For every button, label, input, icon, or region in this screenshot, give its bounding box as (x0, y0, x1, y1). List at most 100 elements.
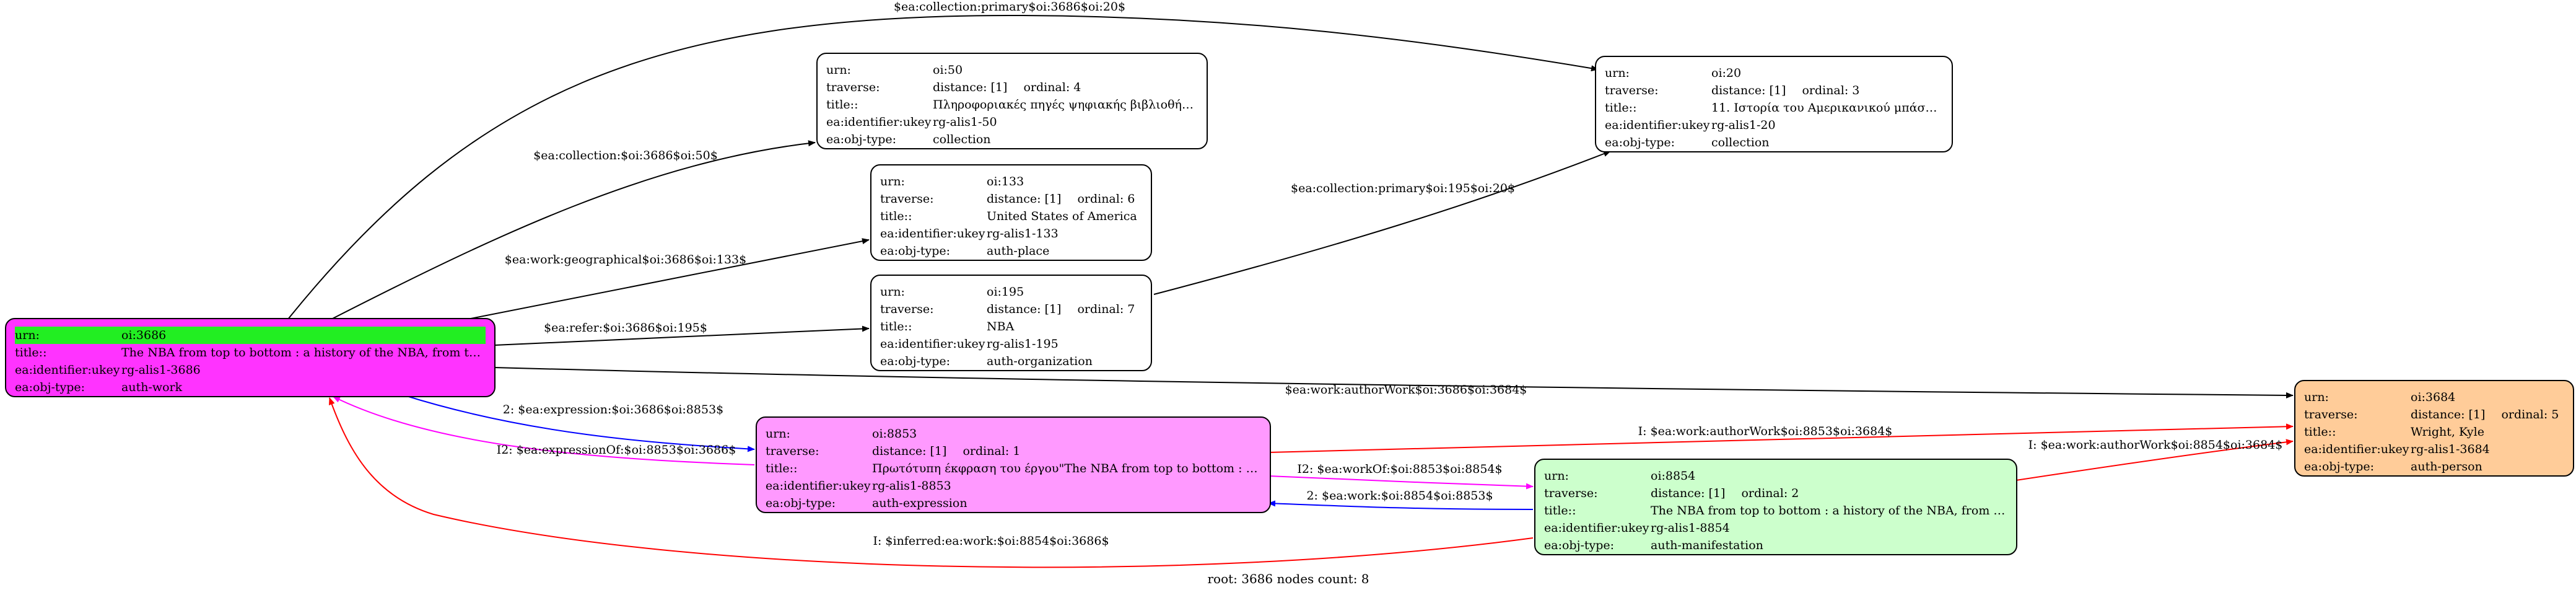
urn-value: oi:3686 (121, 328, 167, 342)
ukey-label: ea:identifier:ukey (15, 363, 120, 377)
ordinal-value: ordinal: 5 (2501, 408, 2559, 421)
type-value: auth-place (987, 244, 1050, 258)
urn-label: urn: (880, 175, 905, 188)
edge-3686-50 (331, 140, 816, 320)
node-oi-8853[interactable]: urn:oi:8853 traverse:distance: [1]ordina… (756, 416, 1271, 513)
ukey-value: rg-alis1-3684 (2411, 442, 2490, 456)
traverse-label: traverse: (1605, 84, 1659, 97)
type-value: auth-organization (987, 354, 1093, 368)
urn-label: urn: (1544, 469, 1569, 483)
edge-label-195-20: $ea:collection:primary$oi:195$oi:20$ (1291, 182, 1515, 195)
graph-footer: root: 3686 nodes count: 8 (1207, 571, 1369, 586)
edge-label-3686-8853: 2: $ea:expression:$oi:3686$oi:8853$ (502, 403, 724, 416)
urn-value: oi:8853 (872, 427, 917, 441)
title-label: title:: (880, 320, 912, 333)
ukey-value: rg-alis1-8853 (872, 479, 951, 493)
urn-value: oi:20 (1711, 66, 1742, 80)
urn-label: urn: (2304, 390, 2329, 404)
edge-label-8853-8854: I2: $ea:workOf:$oi:8853$oi:8854$ (1297, 462, 1503, 476)
type-label: ea:obj-type: (880, 244, 951, 258)
edge-label-8854-3684: I: $ea:work:authorWork$oi:8854$oi:3684$ (2028, 438, 2283, 452)
ordinal-value: ordinal: 2 (1741, 487, 1799, 500)
ukey-label: ea:identifier:ukey (766, 479, 871, 493)
ukey-label: ea:identifier:ukey (1605, 118, 1710, 132)
title-value: 11. Ιστορία του Αμερικανικού μπάσκετ (1711, 101, 1943, 115)
node-oi-8854[interactable]: urn:oi:8854 traverse:distance: [1]ordina… (1534, 459, 2017, 555)
edge-label-8854-3686: I: $inferred:ea:work:$oi:8854$oi:3686$ (873, 534, 1109, 548)
node-oi-20[interactable]: urn: oi:20 traverse: distance: [1] ordinal:… (1595, 56, 1953, 152)
type-value: auth-work (121, 381, 183, 394)
distance-value: distance: [1] (1651, 487, 1726, 500)
ordinal-value: ordinal: 6 (1077, 192, 1135, 206)
node-oi-195[interactable]: urn:oi:195 traverse:distance: [1]ordinal… (870, 275, 1152, 371)
ukey-label: ea:identifier:ukey (1544, 521, 1649, 535)
title-value: The NBA from top to bottom : a history o… (121, 346, 486, 359)
edge-3686-195 (494, 325, 870, 346)
ukey-value: rg-alis1-133 (987, 227, 1059, 240)
edge-3686-8853 (402, 394, 755, 452)
edge-8854-3684 (2015, 439, 2294, 481)
edge-3686-133 (467, 238, 870, 320)
distance-value: distance: [1] (933, 81, 1008, 94)
urn-label: urn: (1605, 66, 1630, 80)
type-label: ea:obj-type: (826, 133, 897, 146)
edge-8854-8853 (1268, 500, 1534, 510)
ukey-label: ea:identifier:ukey (826, 115, 932, 129)
ordinal-value: ordinal: 3 (1802, 84, 1860, 97)
title-value: United States of America (987, 209, 1137, 223)
traverse-label: traverse: (880, 192, 934, 206)
edge-3686-20 (287, 14, 1599, 320)
edge-label-3686-133: $ea:work:geographical$oi:3686$oi:133$ (504, 253, 747, 266)
type-value: auth-expression (872, 496, 967, 510)
ukey-label: ea:identifier:ukey (2304, 442, 2409, 456)
traverse-label: traverse: (766, 444, 819, 458)
distance-value: distance: [1] (872, 444, 947, 458)
ukey-value: rg-alis1-8854 (1651, 521, 1730, 535)
type-label: ea:obj-type: (2304, 460, 2375, 473)
edge-8854-3686 (329, 397, 1534, 568)
edge-label-3686-195: $ea:refer:$oi:3686$oi:195$ (544, 321, 707, 335)
urn-value: oi:8854 (1651, 469, 1696, 483)
type-label: ea:obj-type: (1605, 136, 1675, 149)
type-value: auth-person (2411, 460, 2482, 473)
node-oi-133[interactable]: urn:oi:133 traverse:distance: [1]ordinal… (870, 164, 1152, 261)
edge-8853-3686 (333, 396, 755, 465)
title-label: title:: (1544, 504, 1576, 517)
type-value: auth-manifestation (1651, 539, 1763, 552)
ordinal-value: ordinal: 4 (1023, 81, 1081, 94)
distance-value: distance: [1] (987, 302, 1062, 316)
traverse-label: traverse: (880, 302, 934, 316)
ukey-value: rg-alis1-195 (987, 337, 1059, 351)
type-label: ea:obj-type: (1544, 539, 1615, 552)
edge-8853-8854 (1268, 475, 1534, 490)
urn-value: oi:133 (987, 175, 1024, 188)
ukey-value: rg-alis1-3686 (121, 363, 201, 377)
title-label: title:: (880, 209, 912, 223)
urn-value: oi:50 (933, 63, 963, 77)
ukey-label: ea:identifier:ukey (880, 337, 985, 351)
traverse-label: traverse: (2304, 408, 2358, 421)
ukey-value: rg-alis1-50 (933, 115, 997, 129)
edge-label-8853-3686: I2: $ea:expressionOf:$oi:8853$oi:3686$ (496, 443, 736, 457)
edge-3686-3684 (494, 367, 2294, 398)
title-label: title:: (15, 346, 47, 359)
title-value: NBA (987, 320, 1015, 333)
edge-label-8854-8853: 2: $ea:work:$oi:8854$oi:8853$ (1306, 489, 1493, 503)
type-value: collection (1711, 136, 1770, 149)
type-value: collection (933, 133, 991, 146)
edge-label-3686-50: $ea:collection:$oi:3686$oi:50$ (533, 149, 718, 162)
title-label: title:: (766, 462, 798, 475)
title-value: Πρωτότυπη έκφραση του έργου"The NBA from… (872, 462, 1261, 475)
distance-value: distance: [1] (1711, 84, 1786, 97)
node-oi-50[interactable]: urn:oi:50 traverse:distance: [1]ordinal:… (816, 53, 1208, 149)
urn-label: urn: (766, 427, 790, 441)
type-label: ea:obj-type: (880, 354, 951, 368)
traverse-label: traverse: (826, 81, 880, 94)
urn-value: oi:3684 (2411, 390, 2456, 404)
node-oi-3684[interactable]: urn: oi:3684 traverse: distance: [1] ordina… (2294, 380, 2574, 477)
title-value: Wright, Kyle (2411, 425, 2484, 439)
edge-label-3686-20: $ea:collection:primary$oi:3686$oi:20$ (893, 0, 1126, 14)
node-oi-3686[interactable]: urn:oi:3686 title::The NBA from top to b… (5, 318, 496, 397)
distance-value: distance: [1] (2411, 408, 2486, 421)
